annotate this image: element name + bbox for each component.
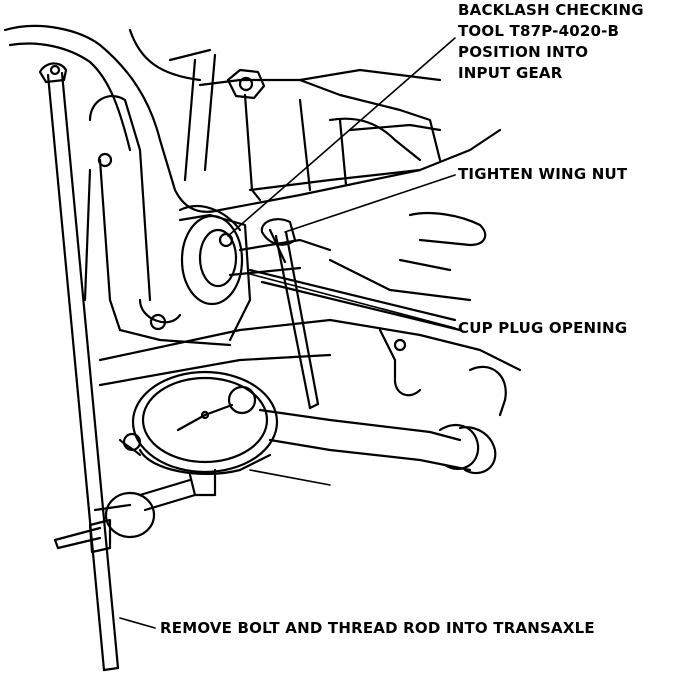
threaded-rod <box>38 62 120 672</box>
hex-nut <box>226 68 266 100</box>
wing-nut-callout: TIGHTEN WING NUT <box>458 165 628 183</box>
callout-line: POSITION INTO <box>458 43 589 61</box>
callout-line: TOOL T87P-4020-B <box>458 22 620 40</box>
rod-clamp <box>53 478 197 554</box>
lower-shaft <box>98 211 522 475</box>
transaxle-case <box>3 24 502 213</box>
leader-lines <box>119 37 456 629</box>
dial-indicator <box>118 370 279 497</box>
remove-bolt-callout: REMOVE BOLT AND THREAD ROD INTO TRANSAXL… <box>160 619 595 637</box>
cup-plug-callout: CUP PLUG OPENING <box>458 319 628 337</box>
callout-line: BACKLASH CHECKING <box>458 1 644 19</box>
backlash-tool-callout: BACKLASH CHECKING TOOL T87P-4020-B POSIT… <box>458 0 644 84</box>
support-brackets <box>83 94 252 347</box>
input-gear-housing <box>180 214 332 306</box>
callout-line: INPUT GEAR <box>458 64 563 82</box>
backlash-checking-tool <box>248 230 462 410</box>
